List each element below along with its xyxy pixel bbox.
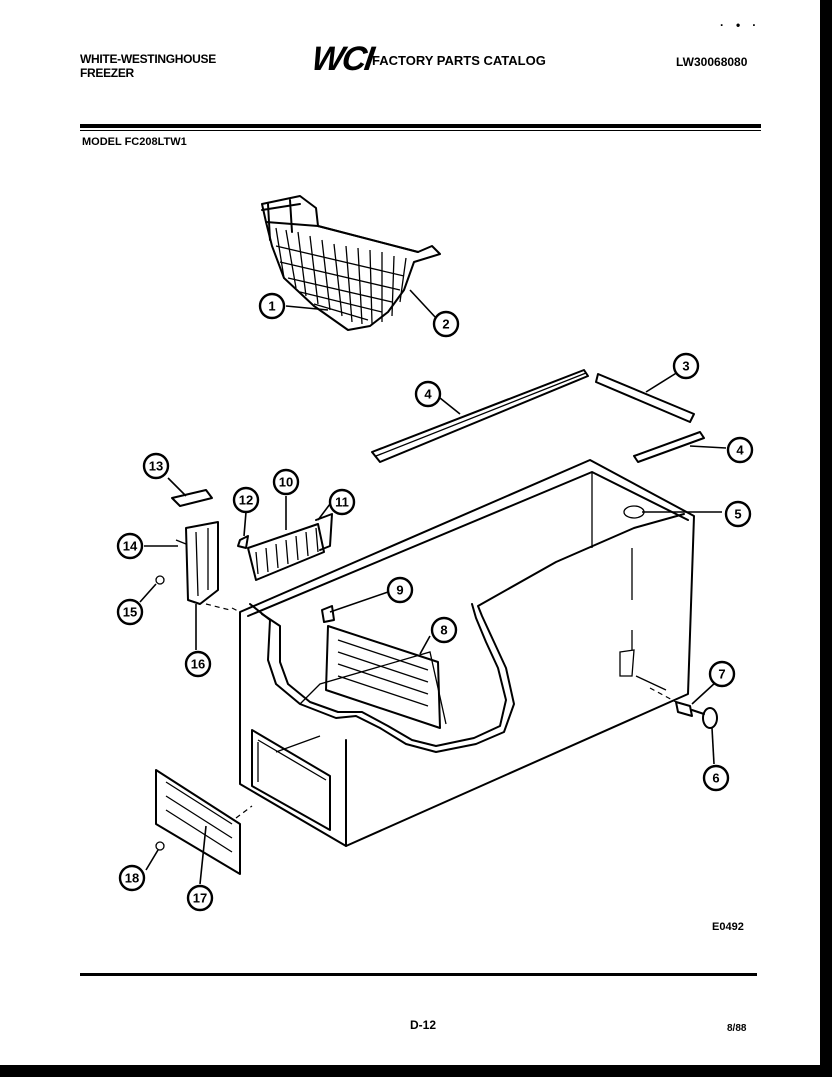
- svg-text:17: 17: [193, 891, 207, 906]
- brand-name: WHITE-WESTINGHOUSE FREEZER: [80, 52, 216, 80]
- page-code: D-12: [410, 1018, 437, 1032]
- svg-text:15: 15: [123, 605, 137, 620]
- leader-lines: [139, 289, 727, 885]
- callout-4-upper: 4: [414, 380, 442, 408]
- corner-marks: ·•·: [720, 18, 769, 32]
- svg-text:10: 10: [279, 475, 293, 490]
- callout-17: 17: [186, 884, 214, 912]
- callout-4-lower: 4: [726, 436, 754, 464]
- callout-11: 11: [328, 488, 356, 516]
- svg-text:5: 5: [734, 507, 741, 522]
- divider-panel: [321, 605, 441, 729]
- callout-13: 13: [142, 452, 170, 480]
- callout-10: 10: [272, 468, 300, 496]
- svg-text:9: 9: [396, 583, 403, 598]
- brand-line-2: FREEZER: [80, 66, 134, 80]
- callout-14: 14: [116, 532, 144, 560]
- callout-5: 5: [724, 500, 752, 528]
- callout-7: 7: [708, 660, 736, 688]
- svg-text:11: 11: [335, 495, 349, 510]
- callout-6: 6: [702, 764, 730, 792]
- callout-1: 1: [258, 292, 286, 320]
- lid-strips: [371, 369, 705, 463]
- svg-text:1: 1: [268, 299, 275, 314]
- svg-text:12: 12: [239, 493, 253, 508]
- svg-text:3: 3: [682, 359, 689, 374]
- callout-12: 12: [232, 486, 260, 514]
- access-panel: [155, 769, 253, 875]
- basket-drawing: [261, 195, 441, 331]
- svg-text:6: 6: [712, 771, 719, 786]
- model-label: MODEL FC208LTW1: [82, 136, 187, 148]
- control-parts: [155, 489, 333, 613]
- catalog-title: FACTORY PARTS CATALOG: [372, 53, 546, 68]
- callout-8: 8: [430, 616, 458, 644]
- freezer-cabinet: [239, 459, 695, 847]
- parts-catalog-page: WHITE-WESTINGHOUSE FREEZER WCI FACTORY P…: [0, 0, 820, 1065]
- callout-3: 3: [672, 352, 700, 380]
- footer-rule: [80, 973, 757, 976]
- callout-16: 16: [184, 650, 212, 678]
- svg-text:4: 4: [424, 387, 432, 402]
- callout-18: 18: [118, 864, 146, 892]
- svg-text:18: 18: [125, 871, 139, 886]
- svg-text:13: 13: [149, 459, 163, 474]
- document-number: LW30068080: [676, 55, 748, 69]
- svg-text:2: 2: [442, 317, 449, 332]
- svg-text:14: 14: [123, 539, 138, 554]
- catalog-date: 8/88: [727, 1023, 747, 1034]
- header-rule-thin: [80, 130, 761, 131]
- figure-code: E0492: [712, 921, 744, 933]
- leveling-leg: [649, 687, 718, 729]
- callout-2: 2: [432, 310, 460, 338]
- svg-text:16: 16: [191, 657, 205, 672]
- brand-line-1: WHITE-WESTINGHOUSE: [80, 52, 216, 66]
- svg-text:7: 7: [718, 667, 725, 682]
- exploded-parts-diagram: 1 2 3 4 4 5 7 6 8 9 10 11 12 13 14 15 16…: [116, 195, 754, 912]
- svg-text:4: 4: [736, 443, 744, 458]
- callout-9: 9: [386, 576, 414, 604]
- svg-text:8: 8: [440, 623, 447, 638]
- header-rule-thick: [80, 124, 761, 128]
- callout-15: 15: [116, 598, 144, 626]
